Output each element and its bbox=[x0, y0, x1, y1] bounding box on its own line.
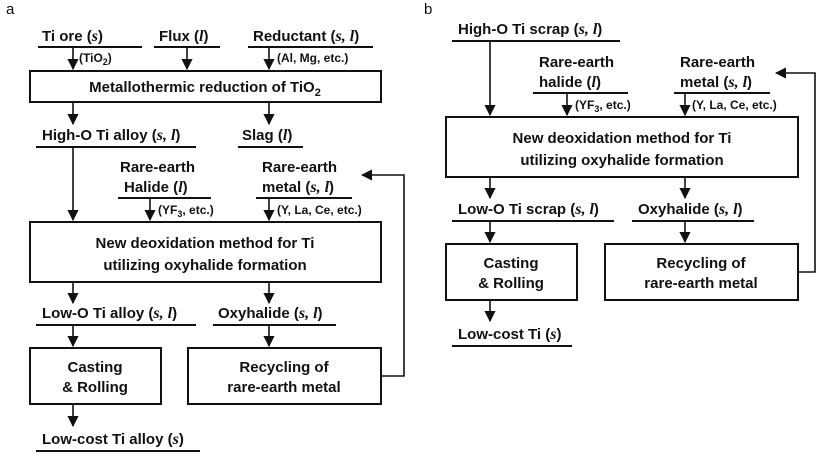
deoxidation-line1-b: New deoxidation method for Ti bbox=[513, 130, 732, 147]
recycling-box-b bbox=[604, 243, 799, 301]
rare-earth-metal-label-b: Rare-earth metal (s, l) bbox=[674, 54, 770, 94]
metal-note-a: (Y, La, Ce, etc.) bbox=[277, 203, 362, 217]
recycle-loop-arrow-b bbox=[774, 67, 816, 273]
svg-text:High-O Ti alloy (s, l): High-O Ti alloy (s, l) bbox=[42, 127, 180, 144]
metallothermic-reduction-text: Metallothermic reduction of TiO2 bbox=[89, 79, 321, 99]
casting-rolling-box-a bbox=[29, 347, 162, 405]
ti-ore-label: Ti ore (s) bbox=[38, 28, 142, 48]
svg-text:High-O Ti scrap (s, l): High-O Ti scrap (s, l) bbox=[458, 21, 602, 38]
svg-text:Reductant (s, l): Reductant (s, l) bbox=[253, 28, 359, 45]
svg-text:Rare-earth: Rare-earth bbox=[262, 159, 337, 176]
casting-line2-b: & Rolling bbox=[478, 275, 544, 292]
deoxidation-box-a bbox=[29, 221, 382, 283]
recycling-line1-b: Recycling of bbox=[656, 255, 746, 272]
recycle-loop-arrow-a bbox=[360, 169, 405, 377]
rare-earth-metal-label-a: Rare-earth metal (s, l) bbox=[256, 159, 352, 199]
high-o-ti-alloy-label: High-O Ti alloy (s, l) bbox=[36, 127, 196, 148]
low-cost-ti-alloy-label: Low-cost Ti alloy (s) bbox=[36, 431, 200, 452]
svg-text:Low-cost Ti alloy (s): Low-cost Ti alloy (s) bbox=[42, 431, 184, 448]
svg-text:metal (s, l): metal (s, l) bbox=[262, 179, 334, 196]
svg-text:Halide (l): Halide (l) bbox=[124, 179, 188, 196]
svg-text:metal (s, l): metal (s, l) bbox=[680, 74, 752, 91]
panel-b-letter: b bbox=[424, 1, 432, 18]
casting-line1-a: Casting bbox=[67, 359, 122, 376]
recycling-box-a bbox=[187, 347, 382, 405]
svg-text:Rare-earth: Rare-earth bbox=[680, 54, 755, 71]
svg-text:Low-cost Ti (s): Low-cost Ti (s) bbox=[458, 326, 561, 343]
svg-text:Oxyhalide (s, l): Oxyhalide (s, l) bbox=[218, 305, 323, 322]
metallothermic-reduction-box bbox=[29, 70, 382, 103]
metal-note-b: (Y, La, Ce, etc.) bbox=[692, 98, 777, 112]
svg-text:Oxyhalide (s, l): Oxyhalide (s, l) bbox=[638, 201, 743, 218]
low-o-ti-scrap-label: Low-O Ti scrap (s, l) bbox=[452, 201, 614, 222]
rare-earth-halide-label-a: Rare-earth Halide (l) bbox=[118, 159, 211, 199]
casting-line2-a: & Rolling bbox=[62, 379, 128, 396]
high-o-ti-scrap-label: High-O Ti scrap (s, l) bbox=[452, 21, 620, 42]
deoxidation-box-b bbox=[445, 116, 799, 178]
svg-text:Rare-earth: Rare-earth bbox=[120, 159, 195, 176]
deoxidation-line2-b: utilizing oxyhalide formation bbox=[520, 152, 723, 169]
svg-text:Slag (l): Slag (l) bbox=[242, 127, 292, 144]
deoxidation-line1-a: New deoxidation method for Ti bbox=[96, 235, 315, 252]
panel-a-letter: a bbox=[6, 1, 15, 18]
panel-a: a Ti ore (s) (TiO2) Flux (l) Reductant (… bbox=[6, 1, 405, 452]
svg-text:Flux (l): Flux (l) bbox=[159, 28, 208, 45]
svg-text:halide (l): halide (l) bbox=[539, 74, 601, 91]
casting-line1-b: Casting bbox=[483, 255, 538, 272]
panel-b: b High-O Ti scrap (s, l) Rare-earth hali… bbox=[424, 1, 816, 347]
halide-note-a: (YF3, etc.) bbox=[158, 203, 214, 219]
rare-earth-halide-label-b: Rare-earth halide (l) bbox=[533, 54, 628, 94]
slag-label: Slag (l) bbox=[238, 127, 303, 148]
svg-text:Ti ore (s): Ti ore (s) bbox=[42, 28, 103, 45]
svg-text:Low-O Ti scrap (s, l): Low-O Ti scrap (s, l) bbox=[458, 201, 599, 218]
deoxidation-line2-a: utilizing oxyhalide formation bbox=[103, 257, 306, 274]
recycling-line2-a: rare-earth metal bbox=[227, 379, 340, 396]
oxyhalide-label-a: Oxyhalide (s, l) bbox=[213, 305, 336, 326]
recycling-line1-a: Recycling of bbox=[239, 359, 329, 376]
ti-ore-note: (TiO2) bbox=[79, 51, 112, 67]
halide-note-b: (YF3, etc.) bbox=[575, 98, 631, 114]
reductant-label: Reductant (s, l) bbox=[248, 28, 373, 48]
svg-text:Low-O Ti alloy (s, l): Low-O Ti alloy (s, l) bbox=[42, 305, 177, 322]
recycling-line2-b: rare-earth metal bbox=[644, 275, 757, 292]
low-o-ti-alloy-label: Low-O Ti alloy (s, l) bbox=[36, 305, 196, 326]
oxyhalide-label-b: Oxyhalide (s, l) bbox=[632, 201, 754, 222]
reductant-note: (Al, Mg, etc.) bbox=[277, 51, 348, 65]
flux-label: Flux (l) bbox=[154, 28, 220, 48]
casting-rolling-box-b bbox=[445, 243, 578, 301]
svg-text:Rare-earth: Rare-earth bbox=[539, 54, 614, 71]
low-cost-ti-label: Low-cost Ti (s) bbox=[452, 326, 572, 347]
